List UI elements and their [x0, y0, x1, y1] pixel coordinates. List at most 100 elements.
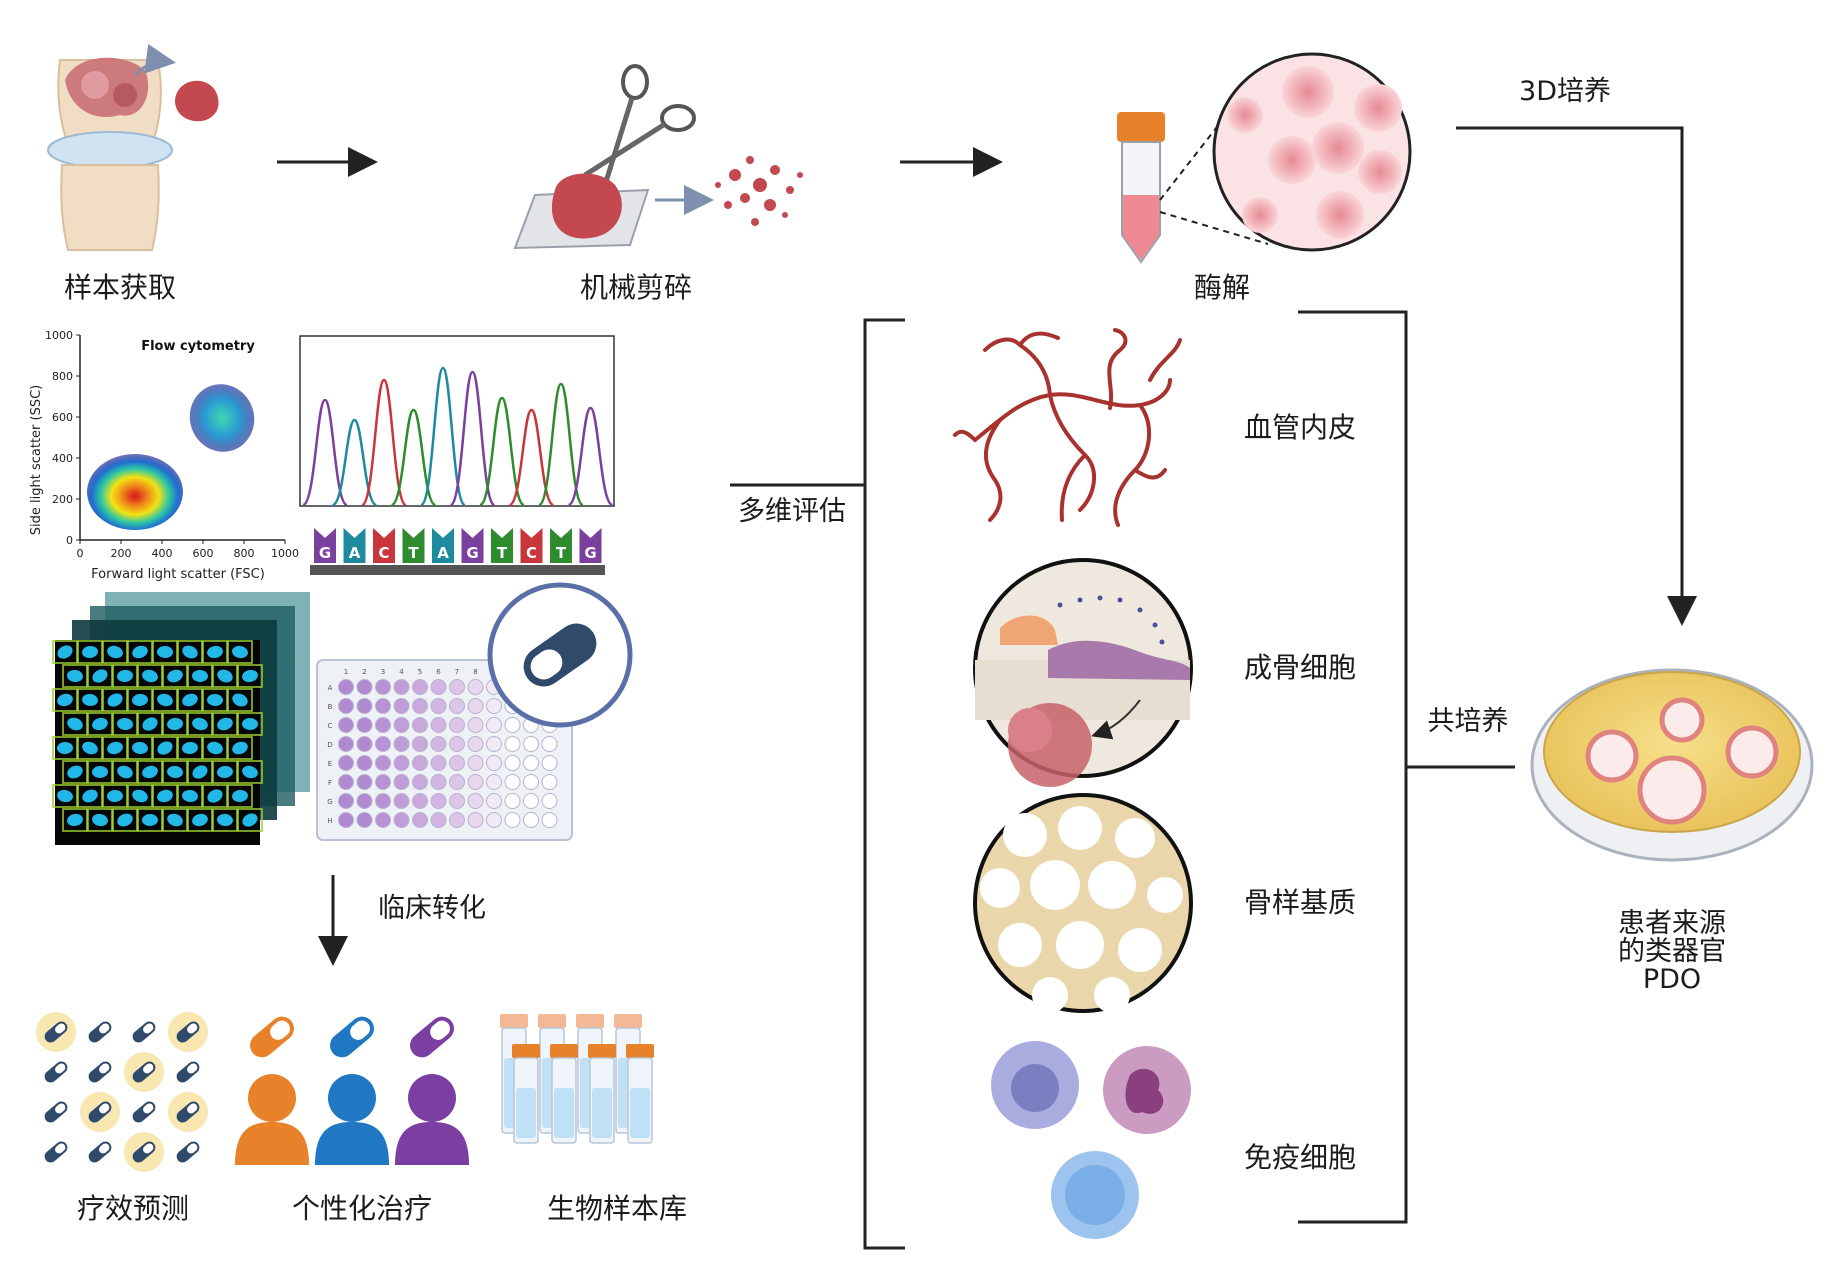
flow-ytick: 200	[52, 493, 73, 506]
flow-ytick: 400	[52, 452, 73, 465]
flow-xtick: 0	[77, 547, 84, 560]
base-letter: A	[437, 544, 449, 562]
flow-ylabel: Side light scatter (SSC)	[29, 385, 44, 535]
base-tag	[402, 528, 425, 563]
slide-with-tissue-icon	[513, 173, 650, 250]
zoom-line-bottom	[1159, 211, 1269, 245]
step-mechanical-mincing: 机械剪碎	[580, 271, 692, 304]
chromatogram-peak	[479, 396, 525, 507]
base-tag	[579, 528, 602, 563]
petri-dish-organoid-icon	[1530, 668, 1814, 862]
chromatogram-peak	[302, 398, 348, 507]
base-letter: T	[497, 544, 508, 562]
plate-col-label: 7	[455, 668, 459, 676]
coculture-item-1: 血管内皮	[1244, 411, 1356, 444]
minced-fragments-icon	[715, 156, 803, 226]
step-sample-collection: 样本获取	[64, 271, 176, 304]
flow-xtick: 200	[111, 547, 132, 560]
plate-col-label: 3	[381, 668, 385, 676]
plate-row-label: D	[327, 741, 332, 749]
application-2: 个性化治疗	[292, 1192, 432, 1225]
base-letter: G	[466, 544, 478, 562]
chromatogram-peak	[419, 366, 467, 507]
flow-title: Flow cytometry	[141, 339, 255, 354]
tissue-piece-icon	[175, 80, 219, 122]
chromatogram-peak	[567, 406, 614, 507]
cell-population-secondary	[189, 384, 255, 452]
sample-extract-arrow	[133, 43, 176, 77]
base-letter: G	[584, 544, 596, 562]
bone-matrix-circle-icon	[973, 793, 1193, 1013]
flow-cytometry-plot: 0 200 400 600 800 1000 0 200 400 600 800 1000 Flow…	[29, 329, 299, 582]
chromatogram-peak	[360, 378, 408, 507]
eval-bracket-left	[863, 318, 905, 1250]
centrifuge-tube-icon	[1117, 112, 1165, 264]
coculture-item-2: 成骨细胞	[1244, 651, 1356, 684]
plate-col-label: 2	[362, 668, 366, 676]
coculture-item-4: 免疫细胞	[1244, 1141, 1356, 1174]
flow-xlabel: Forward light scatter (FSC)	[91, 567, 265, 582]
base-letter: C	[378, 544, 389, 562]
flow-xtick: 400	[152, 547, 173, 560]
digested-cells-zoom-icon	[1212, 52, 1412, 252]
pdo-label-line2: 的类器官	[1618, 936, 1726, 967]
chromatogram-peak	[537, 382, 585, 507]
flow-xtick: 1000	[271, 547, 299, 560]
plate-row-label: C	[328, 722, 333, 730]
flow-xtick: 800	[234, 547, 255, 560]
base-tag	[491, 528, 513, 563]
flow-ytick: 1000	[45, 329, 73, 342]
label-clinical-translation: 临床转化	[378, 893, 486, 924]
fluorescence-imaging-stack	[52, 592, 310, 845]
coculture-item-3: 骨样基质	[1244, 886, 1356, 919]
base-letter: A	[349, 544, 361, 562]
application-3: 生物样本库	[547, 1192, 687, 1225]
base-letter: T	[556, 544, 567, 562]
plate-col-label: 6	[436, 668, 441, 676]
base-tag	[314, 528, 336, 563]
flow-ytick: 600	[52, 411, 73, 424]
plate-row-label: B	[328, 703, 333, 711]
label-multidimensional-eval: 多维评估	[738, 496, 846, 527]
plate-col-label: 1	[344, 668, 348, 676]
immune-cells-icon	[991, 1041, 1191, 1239]
chromatogram-peak	[508, 408, 555, 507]
chromatogram-peak	[449, 370, 496, 507]
knee-joint-icon	[47, 57, 173, 251]
coculture-bracket-right	[1298, 310, 1408, 1224]
osteoblast-circle-icon	[973, 558, 1193, 787]
arrow-3d-culture	[1456, 126, 1697, 626]
base-letter: T	[408, 544, 419, 562]
plate-col-label: 4	[399, 668, 404, 676]
cell-population-main	[87, 454, 183, 530]
drug-capsule-badge-icon	[487, 582, 633, 728]
blood-vessel-network-icon	[953, 328, 1182, 527]
efficacy-prediction-pills-icon	[36, 1012, 208, 1172]
pdo-label-line1: 患者来源	[1618, 908, 1726, 939]
base-tag	[373, 528, 395, 563]
plate-row-label: H	[327, 817, 332, 825]
plate-row-label: E	[328, 760, 332, 768]
base-tag	[461, 528, 484, 563]
flow-ytick: 800	[52, 370, 73, 383]
step-enzymatic-digestion: 酶解	[1194, 271, 1250, 304]
base-letter: C	[526, 544, 537, 562]
base-tag	[432, 528, 454, 563]
flow-ytick: 0	[66, 534, 73, 547]
label-3d-culture: 3D培养	[1519, 76, 1611, 107]
plate-row-label: G	[327, 798, 332, 806]
pdo-label-line3: PDO	[1643, 964, 1701, 995]
biobank-tubes-icon	[500, 1014, 654, 1144]
chromatogram-peak	[390, 408, 437, 507]
label-coculture: 共培养	[1428, 706, 1509, 737]
plate-row-label: F	[328, 779, 332, 787]
plate-col-label: 5	[418, 668, 422, 676]
scissors-icon	[583, 64, 696, 186]
chromatogram-peak	[331, 418, 378, 507]
plate-col-label: 8	[473, 668, 477, 676]
flow-xtick: 600	[193, 547, 214, 560]
plate-row-label: A	[328, 684, 333, 692]
base-tag	[343, 528, 366, 563]
